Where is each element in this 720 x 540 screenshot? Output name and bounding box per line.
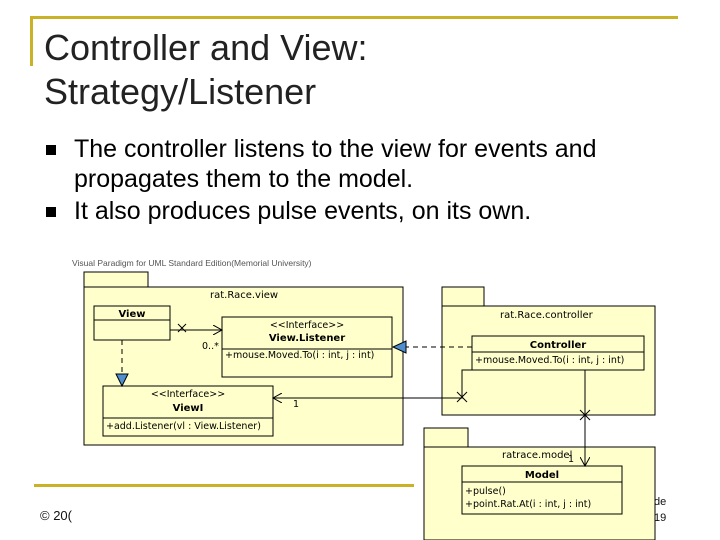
footer-slide-index: 19 [654,512,667,524]
class-body [102,417,274,437]
class-name: Model [525,470,559,481]
realization-arrow-icon [391,340,407,354]
package-label: rat.Race.view [210,290,278,301]
class-name: View [118,309,145,320]
realization-arrow-icon [115,373,129,388]
class-controller[interactable]: Controller +mouse.Moved.To(i : int, j : … [471,335,645,371]
class-stereotype: <<Interface>> [151,389,225,400]
class-body [461,481,623,515]
package-tab [423,427,469,449]
bottom-frame-line [34,484,414,487]
association-controller-viewi: 1 [273,369,472,410]
bullet-item: It also produces pulse events, on its ow… [44,196,684,226]
multiplicity-label: 1 [568,454,574,465]
title-line-1: Controller and View: [44,27,368,68]
class-operation: +point.Rat.At(i : int, j : int) [465,499,591,510]
top-frame-line [30,16,678,19]
package-label: ratrace.model [502,450,572,461]
navigability-x-icon [177,323,187,333]
class-header [102,385,274,419]
bullet-text: It also produces pulse events, on its ow… [74,197,532,225]
package-tab [83,271,149,289]
class-name: View.Listener [269,333,345,344]
class-operation: +pulse() [465,486,506,497]
class-model[interactable]: Model +pulse() +point.Rat.At(i : int, j … [461,465,623,515]
multiplicity-label: 0..* [202,341,219,352]
class-body [93,319,171,341]
navigability-x-icon [456,391,468,403]
navigability-x-icon [579,409,591,421]
class-view[interactable]: View [93,305,171,341]
class-name: Controller [530,340,587,351]
left-frame-line [30,16,33,66]
association-view-listener: 0..* [170,323,222,352]
class-viewi[interactable]: <<Interface>> ViewI +add.Listener(vl : V… [102,385,274,437]
footer-slide-label: de [654,496,667,508]
association-controller-model: 1 [568,370,591,466]
realization-view-viewi [115,340,129,388]
bullet-item: The controller listens to the view for e… [44,134,684,194]
slide-title: Controller and View: Strategy/Listener [44,26,368,114]
class-body [221,348,393,378]
class-stereotype: <<Interface>> [270,320,344,331]
class-view-listener[interactable]: <<Interface>> View.Listener +mouse.Moved… [221,316,393,378]
class-body [471,351,645,371]
bullet-text: The controller listens to the view for e… [74,135,597,193]
package-tab [441,286,485,308]
realization-controller-listener [391,340,472,354]
diagram-watermark: Visual Paradigm for UML Standard Edition… [72,258,312,268]
title-line-2: Strategy/Listener [44,71,317,112]
package-label: rat.Race.controller [500,310,594,321]
class-name: ViewI [173,403,204,414]
class-operation: +add.Listener(vl : View.Listener) [106,421,261,432]
footer-copyright: © 20( [40,508,72,523]
bullet-square-icon [46,145,56,155]
bullet-list: The controller listens to the view for e… [44,134,684,226]
multiplicity-label: 1 [293,399,299,410]
footer-slide-number: de 19 [654,494,666,526]
class-operation: +mouse.Moved.To(i : int, j : int) [475,355,624,366]
class-operation: +mouse.Moved.To(i : int, j : int) [225,350,374,361]
bullet-square-icon [46,207,56,217]
